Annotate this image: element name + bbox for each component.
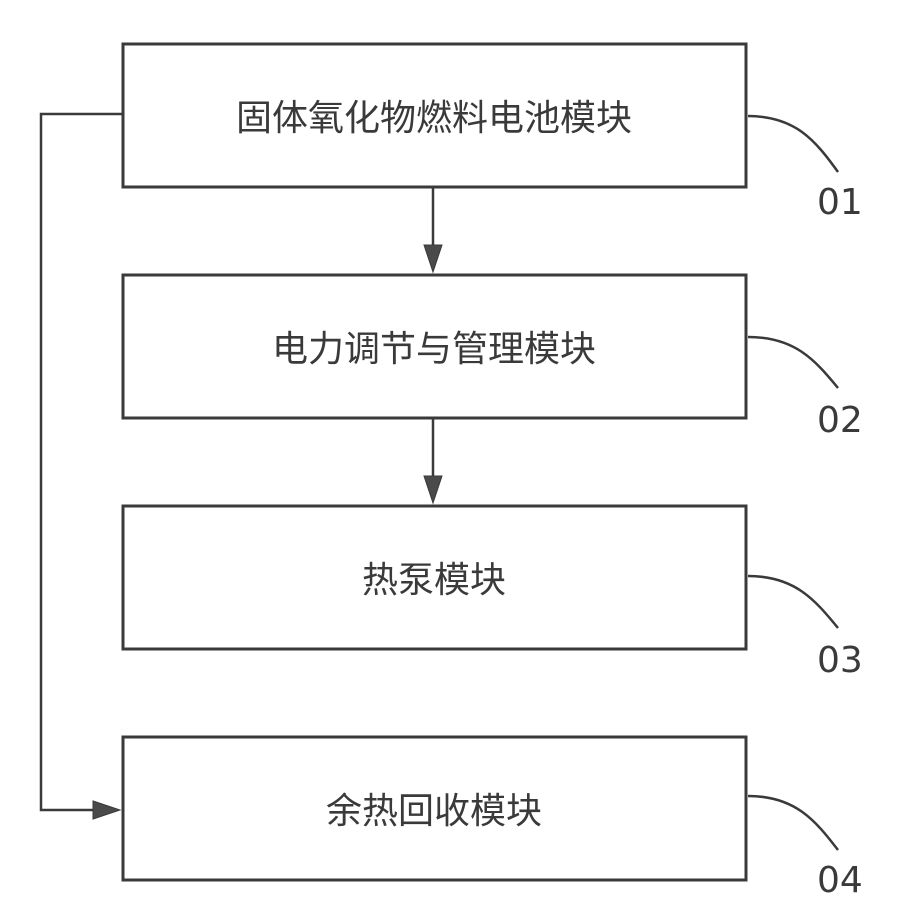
ref-04: 04 (817, 860, 863, 901)
module-01: 固体氧化物燃料电池模块 (123, 44, 746, 187)
module-01-label: 固体氧化物燃料电池模块 (236, 98, 632, 139)
module-04-label: 余热回收模块 (326, 791, 542, 832)
ref-02: 02 (817, 400, 863, 441)
arrow-01-to-04-head (93, 801, 120, 819)
module-03-label: 热泵模块 (362, 560, 506, 601)
leader-04 (748, 796, 838, 850)
module-04: 余热回收模块 (123, 737, 746, 880)
leader-03 (748, 576, 838, 628)
arrow-01-to-04 (41, 114, 123, 819)
module-02-label: 电力调节与管理模块 (272, 329, 596, 370)
arrow-02-to-03-head (424, 476, 442, 503)
module-03: 热泵模块 (123, 506, 746, 649)
ref-03: 03 (817, 640, 863, 681)
leader-01 (748, 116, 838, 172)
module-02: 电力调节与管理模块 (123, 275, 746, 418)
ref-01: 01 (817, 182, 863, 223)
leader-02 (748, 337, 838, 388)
arrow-01-to-04-path (41, 114, 123, 810)
arrow-02-to-03 (424, 418, 442, 503)
arrow-01-to-02-head (424, 245, 442, 272)
arrow-01-to-02 (424, 187, 442, 272)
